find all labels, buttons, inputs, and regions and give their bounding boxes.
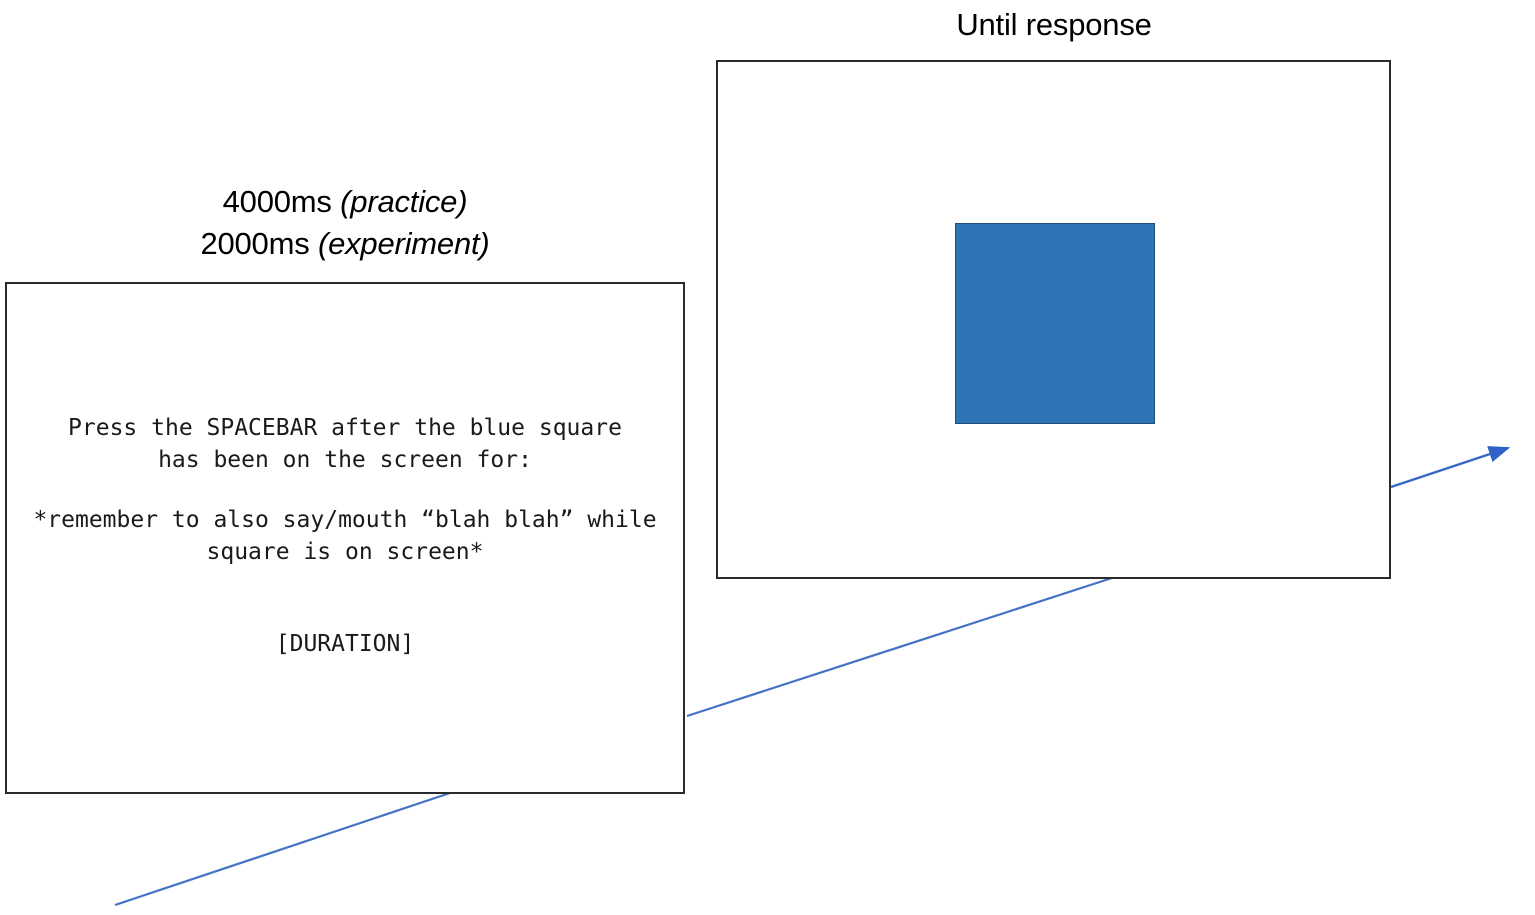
instruction-screen-frame: Press the SPACEBAR after the blue square… [5,282,685,794]
experiment-duration: 2000ms [200,226,310,261]
experiment-condition-label: (experiment) [317,226,490,261]
duration-placeholder: [DURATION] [275,631,415,657]
reminder-line-2: square is on screen* [206,539,484,565]
instruction-spacer-1 [7,476,683,504]
instruction-line-1: Press the SPACEBAR after the blue square [68,415,622,441]
stimulus-timing-caption: Until response [956,7,1152,42]
stimulus-screen-frame [716,60,1391,579]
connector-right-out-arrow [1390,446,1511,489]
reminder-line-1: *remember to also say/mouth “blah blah” … [33,507,657,533]
timing-line-practice: 4000ms (practice) [95,181,595,223]
practice-duration: 4000ms [222,184,332,219]
blue-stimulus-square [955,223,1155,424]
practice-condition-label: (practice) [340,184,468,219]
timing-line-experiment: 2000ms (experiment) [95,223,595,265]
instruction-spacer-2 [7,568,683,628]
instruction-timing-caption: 4000ms (practice) 2000ms (experiment) [95,181,595,265]
connector-mid-line [686,576,1113,718]
connector-left-lower-line [114,791,451,907]
instruction-text-block: Press the SPACEBAR after the blue square… [7,412,683,660]
instruction-line-2: has been on the screen for: [158,447,532,473]
